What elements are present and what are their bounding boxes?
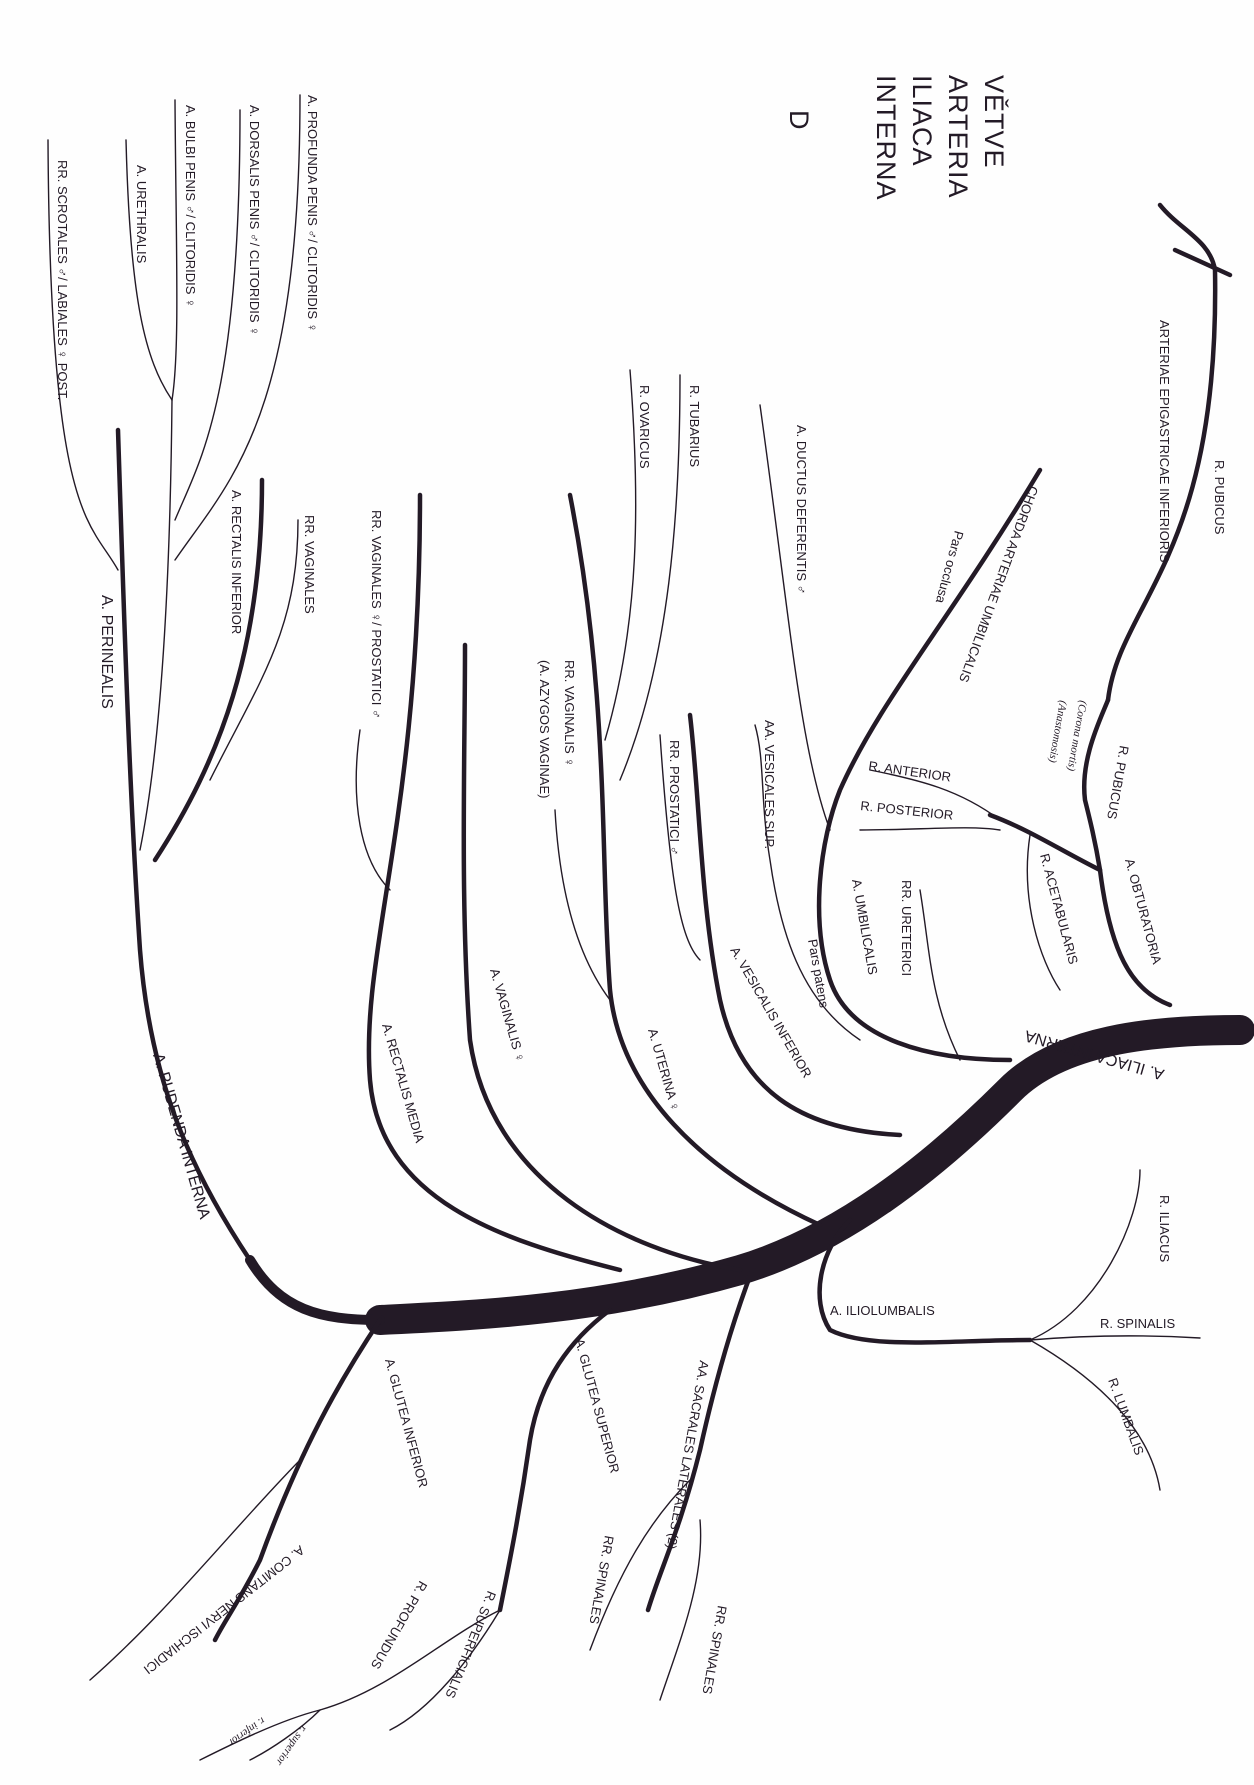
label-rr-spinales-2: RR. SPINALES	[699, 1604, 729, 1695]
label-rr-vag-prostatici: RR. VAGINALES ♀/ PROSTATICI ♂	[369, 510, 384, 719]
label-umbilicalis: A. UMBILICALIS	[849, 878, 881, 976]
label-rr-vaginales: RR. VAGINALES	[302, 515, 317, 614]
vessel-glutea-superior	[497, 1307, 613, 1613]
vessel-r-profundus	[319, 1609, 501, 1711]
label-r-tubarius: R. TUBARIUS	[687, 385, 702, 467]
vessel-profunda-penis	[174, 94, 301, 561]
label-r-profundus: R. PROFUNDUS	[368, 1579, 431, 1672]
vessel-perineal-stem	[139, 399, 173, 851]
label-perinealis: A. PERINEALIS	[98, 595, 115, 709]
label-anastomosis: (Anastomosis)	[1046, 699, 1069, 763]
label-vaginalis: A. VAGINALIS ♀	[487, 967, 528, 1064]
vessel-rr-vaginalis-azygos	[554, 809, 611, 1001]
label-comitans: A. COMITANS NERVI ISCHIADICI	[141, 1543, 308, 1678]
vessel-ductus-deferentis	[759, 404, 831, 831]
label-dorsalis-penis: A. DORSALIS PENIS ♂/ CLITORIDIS ♀	[247, 105, 262, 336]
label-glutea-inferior: A. GLUTEA INFERIOR	[382, 1357, 431, 1489]
vessel-rectalis-media	[366, 492, 623, 1273]
vessel-obturatoria-link	[987, 812, 1103, 873]
vessel-comitans	[89, 1454, 306, 1681]
label-rectalis-media: A. RECTALIS MEDIA	[379, 1022, 427, 1145]
label-profunda-penis: A. PROFUNDA PENIS ♂/ CLITORIDIS ♀	[305, 95, 320, 332]
vessel-vaginalis	[461, 642, 743, 1273]
vessel-vesicales-sup	[754, 724, 861, 1041]
vessel-obturatoria	[1081, 697, 1173, 1008]
vessel-r-spinalis	[1029, 1335, 1201, 1341]
title-line-3: ILIACA	[907, 75, 937, 167]
label-r-pubicus: R. PUBICUS	[1104, 744, 1132, 820]
vessel-r-superficialis	[389, 1609, 501, 1731]
vessel-scrotales	[47, 139, 119, 571]
label-r-iliacus: R. ILIACUS	[1157, 1195, 1172, 1263]
signature: D	[784, 110, 814, 131]
label-r-superficialis: R. SUPERFICIALIS	[442, 1589, 499, 1701]
label-bulbi-penis: A. BULBI PENIS ♂/ CLITORIDIS ♀	[183, 105, 198, 308]
label-r-posterior: R. POSTERIOR	[860, 798, 954, 823]
vessel-vesicalis-inferior	[687, 712, 903, 1138]
vessel-rectalis-inferior	[152, 477, 265, 863]
label-azygos: (A. AZYGOS VAGINAE)	[537, 660, 552, 798]
title-line-4: INTERNA	[871, 75, 901, 201]
vessel-r-ovaricus	[604, 369, 637, 741]
vessel-rr-vaginales	[209, 519, 299, 781]
vessel-r-lumbalis	[1029, 1339, 1161, 1491]
label-r-spinalis: R. SPINALIS	[1100, 1316, 1175, 1331]
vessel-r-inferior	[199, 1709, 321, 1761]
vessel-r-acetabularis	[1026, 834, 1061, 991]
label-r-pubicus-epigastric: R. PUBICUS	[1212, 460, 1227, 535]
title-line-1: VĚTVE	[979, 75, 1010, 169]
label-r-ovaricus: R. OVARICUS	[637, 385, 652, 469]
label-rr-vaginalis-azygos: RR. VAGINALIS ♀	[562, 660, 577, 767]
label-vesicalis-inferior: A. VESICALIS INFERIOR	[727, 944, 814, 1080]
label-r-lumbalis: R. LUMBALIS	[1105, 1376, 1147, 1457]
vessel-rr-spinales-2	[659, 1519, 702, 1701]
label-rr-spinales-1: RR. SPINALES	[586, 1534, 616, 1625]
vessel-rr-ureterici	[919, 889, 961, 1061]
label-uterina: A. UTERINA ♀	[645, 1027, 683, 1113]
label-iliolumbalis: A. ILIOLUMBALIS	[830, 1303, 935, 1318]
label-pudenda-interna: A. PUDENDA INTERNA	[149, 1051, 213, 1221]
vessel-rr-vag-prostatici	[355, 729, 391, 891]
vessel-iliolumbalis	[817, 1217, 1033, 1345]
vessel-r-posterior	[859, 827, 1001, 831]
label-sacrales: AA. SACRALES LATERALES (2)	[664, 1359, 712, 1550]
label-ductus-deferentis: A. DUCTUS DEFERENTIS ♂	[794, 425, 809, 594]
vessel-r-anterior	[869, 769, 1001, 821]
vessel-sacrales	[645, 1247, 763, 1613]
label-r-acetabularis: R. ACETABULARIS	[1037, 852, 1081, 966]
vessel-urethralis	[125, 139, 173, 401]
vessel-epigastric	[1105, 202, 1218, 703]
label-rr-ureterici: RR. URETERICI	[899, 880, 914, 976]
label-r-anterior: R. ANTERIOR	[868, 758, 952, 784]
vessel-r-tubarius	[619, 374, 681, 781]
trunk-iliaca-interna	[365, 1015, 1254, 1335]
vessel-epigastric-cap	[1172, 247, 1233, 278]
vessel-r-superior	[249, 1709, 321, 1761]
label-urethralis: A. URETHRALIS	[134, 165, 149, 264]
vessel-r-iliacus	[1029, 1169, 1141, 1341]
vessel-rr-spinales-1	[589, 1479, 691, 1651]
vessel-uterina	[567, 492, 823, 1228]
label-rectalis-inferior: A. RECTALIS INFERIOR	[229, 490, 244, 634]
label-glutea-superior: A. GLUTEA SUPERIOR	[572, 1337, 622, 1475]
label-obturatoria: A. OBTURATORIA	[1122, 857, 1165, 966]
vessel-pudenda-interna	[115, 427, 253, 1263]
label-vesicales-sup: AA. VESICALES SUP.	[762, 720, 777, 849]
trunk-pudenda	[245, 1255, 385, 1325]
label-scrotales: RR. SCROTALES ♂/ LABIALES ♀ POST.	[55, 160, 70, 400]
label-rr-prostatici: RR. PROSTATICI ♂	[667, 740, 682, 855]
label-epigastricae: ARTERIAE EPIGASTRICAE INFERIORIS	[1157, 320, 1172, 563]
label-r-superior: r. superior	[273, 1723, 310, 1768]
vessel-dorsalis-penis	[174, 109, 241, 521]
vessel-glutea-inferior	[212, 1317, 383, 1643]
title-line-2: ARTERIA	[943, 75, 973, 199]
vessel-umbilicalis	[816, 467, 1043, 1063]
vessel-rr-prostatici	[659, 734, 701, 961]
vessel-bulbi-penis	[171, 99, 178, 401]
